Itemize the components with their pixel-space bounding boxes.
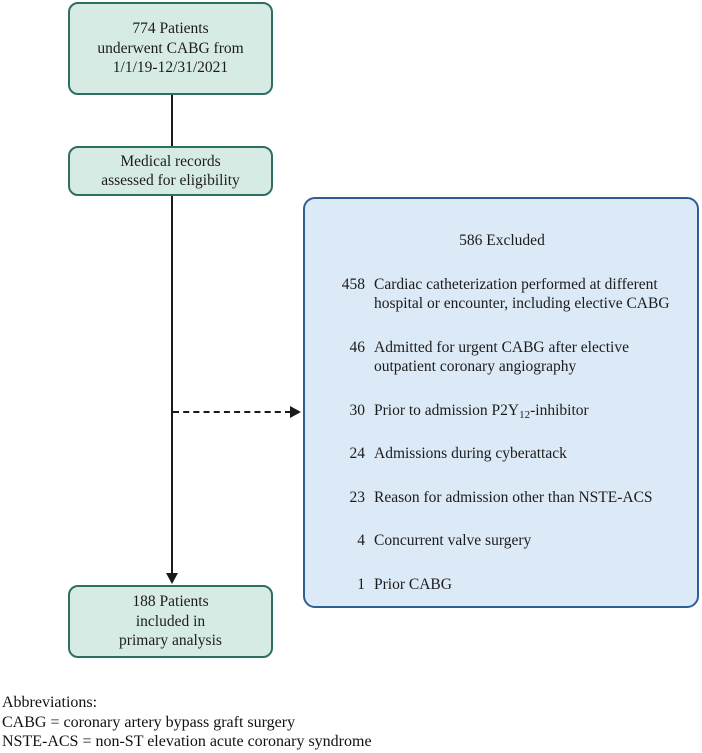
excluded-item-text: Admissions during cyberattack: [374, 445, 567, 462]
excluded-item: 24 Admissions during cyberattack: [325, 444, 679, 464]
assessed-line-2: assessed for eligibility: [101, 172, 240, 189]
excluded-item-count: 46: [349, 338, 366, 356]
excluded-box: 586 Excluded 458 Cardiac catheterization…: [303, 197, 699, 608]
abbreviations-heading: Abbreviations:: [2, 694, 98, 711]
excluded-item: 4 Concurrent valve surgery: [325, 531, 679, 551]
excluded-item: 1 Prior CABG: [325, 575, 679, 595]
enrolled-line-2: underwent CABG from: [97, 39, 244, 57]
excluded-item-count: 1: [357, 575, 365, 593]
enrolled-patients-box: 774 Patients underwent CABG from 1/1/19-…: [68, 2, 273, 95]
excluded-item-count: 23: [349, 488, 366, 506]
excluded-item: 46 Admitted for urgent CABG after electi…: [325, 338, 679, 377]
included-line-2: included in: [135, 612, 206, 630]
abbreviations: Abbreviations: CABG = coronary artery by…: [2, 693, 372, 752]
included-line-3: primary analysis: [119, 632, 222, 650]
subscript-12: 12: [519, 408, 531, 421]
excluded-item-count: 4: [357, 532, 365, 549]
connector-line-main: [171, 196, 173, 574]
excluded-item-text: Admitted for urgent CABG after elective …: [374, 338, 629, 376]
excluded-item-count: 30: [349, 401, 366, 419]
records-assessed-box: Medical records assessed for eligibility: [68, 146, 273, 196]
enrolled-line-3: 1/1/19-12/31/2021: [112, 59, 229, 77]
abbreviation-cabg: CABG = coronary artery bypass graft surg…: [2, 713, 296, 731]
connector-line-top: [171, 95, 173, 146]
excluded-item-text: Prior CABG: [374, 575, 452, 593]
abbreviation-nste-acs: NSTE-ACS = non-ST elevation acute corona…: [2, 733, 372, 750]
excluded-item: 458 Cardiac catheterization performed at…: [325, 275, 679, 314]
excluded-item-count: 458: [341, 275, 365, 293]
excluded-title: 586 Excluded: [459, 232, 545, 249]
excluded-item-text: Cardiac catheterization performed at dif…: [374, 275, 670, 313]
excluded-item-count: 24: [349, 445, 366, 462]
dashed-connector-line: [173, 411, 291, 413]
arrow-down-icon: [166, 573, 178, 584]
included-line-1: 188 Patients: [132, 593, 209, 611]
assessed-line-1: Medical records: [120, 152, 221, 170]
excluded-item: 23 Reason for admission other than NSTE-…: [325, 488, 679, 508]
excluded-item-text: Prior to admission P2Y12-inhibitor: [374, 401, 589, 421]
excluded-item-text: Reason for admission other than NSTE-ACS: [374, 488, 653, 506]
excluded-item-text: Concurrent valve surgery: [374, 532, 532, 549]
excluded-item: 30 Prior to admission P2Y12-inhibitor: [325, 401, 679, 421]
enrolled-line-1: 774 Patients: [132, 20, 209, 38]
included-patients-box: 188 Patients included in primary analysi…: [68, 585, 273, 658]
arrow-right-icon: [290, 406, 301, 418]
